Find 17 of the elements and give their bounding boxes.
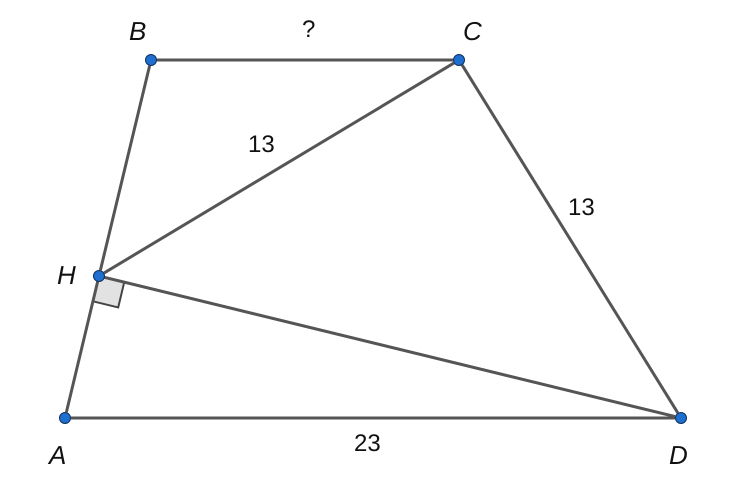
line-segment [104, 276, 676, 418]
line-segment [98, 65, 152, 271]
point-label: B [129, 18, 146, 44]
point-label: D [669, 442, 688, 468]
point-label: C [463, 18, 482, 44]
point-label: A [49, 442, 66, 468]
line-segment [157, 58, 453, 62]
line-segment [71, 416, 675, 420]
point [59, 412, 71, 424]
point [93, 270, 105, 282]
point [453, 54, 465, 66]
line-segment [460, 64, 680, 414]
point-label: H [57, 262, 76, 288]
line-segment [64, 281, 100, 413]
point [675, 412, 687, 424]
line-segment [103, 62, 455, 274]
point [145, 54, 157, 66]
